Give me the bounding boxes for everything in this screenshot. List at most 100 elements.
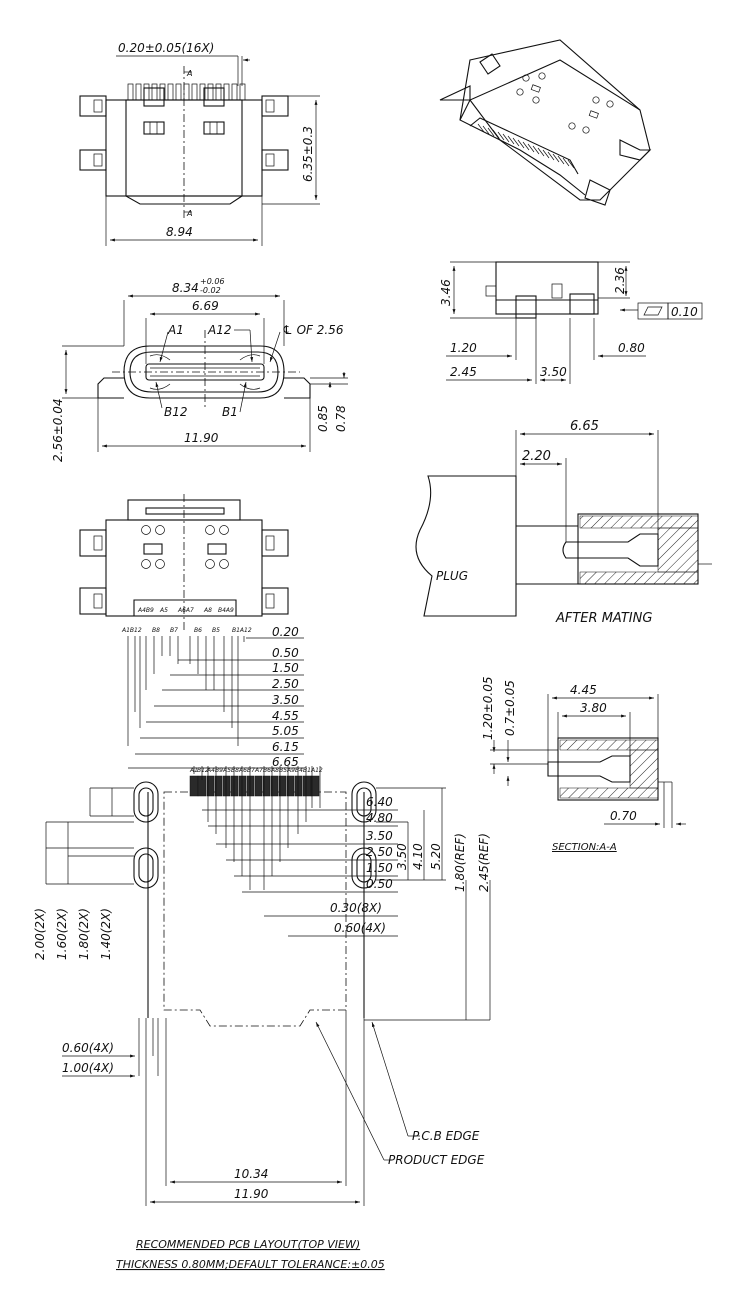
pad-label-b5: B5 xyxy=(279,767,287,774)
dim-side-346: 3.46 xyxy=(439,279,453,306)
dim-pcb-1034: 10.34 xyxy=(234,1167,268,1181)
bottom-dim-ladder: 0.20 0.50 1.50 2.50 3.50 4.55 5.05 6.15 … xyxy=(127,625,304,769)
pin-b8: B8 xyxy=(152,627,160,634)
pcb-layout: A1 B12 A4 B9 A5 B8 A6 B7 A7 B6 A8 B5 A9 … xyxy=(33,766,491,1206)
dim-bottom-050: 0.50 xyxy=(272,646,299,660)
pad-label-a6: A6 xyxy=(238,767,247,774)
pad-label-a5: A5 xyxy=(222,767,231,774)
pad-label-a7: A7 xyxy=(254,767,263,774)
pcb-left-dims: 2.00(2X) 1.60(2X) 1.80(2X) 1.40(2X) xyxy=(33,787,134,960)
dim-section-120: 1.20±0.05 xyxy=(481,677,495,741)
pin-a4b9: A4B9 xyxy=(137,607,154,614)
caption-section-aa: SECTION:A-A xyxy=(552,842,617,853)
dim-side-236: 2.36 xyxy=(613,267,627,294)
dim-side-245: 2.45 xyxy=(450,365,477,379)
dim-pcb-160-2x: 1.60(2X) xyxy=(55,908,69,960)
pcb-pads xyxy=(189,775,320,797)
iso-pin-row xyxy=(477,123,575,169)
top-view: A A 0.20±0.05(16X) 6.35±0.3 8.94 xyxy=(79,41,320,246)
label-b1: B1 xyxy=(222,405,238,419)
pin-a5: A5 xyxy=(159,607,168,614)
dim-side-080: 0.80 xyxy=(618,341,645,355)
dim-height-635: 6.35±0.3 xyxy=(301,126,315,182)
pad-label-b9: B9 xyxy=(215,767,223,774)
flatness-value: 0.10 xyxy=(671,305,698,319)
dim-bottom-150: 1.50 xyxy=(272,661,299,675)
dim-pcb-060-4x: 0.60(4X) xyxy=(334,921,386,935)
dim-bottom-615: 6.15 xyxy=(272,740,299,754)
label-b12: B12 xyxy=(164,405,188,419)
pcb-pad-labels: A1 B12 A4 B9 A5 B8 A6 B7 A7 B6 A8 B5 A9 … xyxy=(189,767,323,774)
dim-bottom-350: 3.50 xyxy=(272,693,299,707)
dim-pcb-640: 6.40 xyxy=(366,795,393,809)
pad-label-a4: A4 xyxy=(206,767,215,774)
dim-pcb-060-4x-bottom: 0.60(4X) xyxy=(62,1041,114,1055)
footer-line2: THICKNESS 0.80MM;DEFAULT TOLERANCE:±0.05 xyxy=(116,1258,385,1271)
pin-b1a12: B1A12 xyxy=(232,627,252,634)
bottom-holes xyxy=(141,525,229,569)
dim-bottom-505: 5.05 xyxy=(272,724,299,738)
dim-pcb-right-520: 5.20 xyxy=(429,843,443,870)
dim-bottom-020: 0.20 xyxy=(272,625,299,639)
top-view-pins xyxy=(127,83,246,101)
dim-pcb-right-410: 4.10 xyxy=(411,843,425,870)
dim-pcb-030-8x: 0.30(8X) xyxy=(330,901,382,915)
dim-pcb-140-2x: 1.40(2X) xyxy=(99,908,113,960)
pad-label-b12: B12 xyxy=(197,767,209,774)
front-view: 8.34 +0.06 -0.02 6.69 A1 A12 ℄ OF 2.56 B… xyxy=(51,277,348,462)
label-pcb-edge: P.C.B EDGE xyxy=(412,1129,480,1143)
dim-inner-669: 6.69 xyxy=(192,299,219,313)
pad-label-b4: B4 xyxy=(295,767,303,774)
dim-pcb-right-180-ref: 1.80(REF) xyxy=(453,833,467,892)
pin-b6: B6 xyxy=(194,627,202,634)
dim-section-07: 0.7±0.05 xyxy=(503,680,517,736)
section-mark-top: A xyxy=(186,69,192,78)
dim-pcb-180-2x: 1.80(2X) xyxy=(77,908,91,960)
dim-bottom-665: 6.65 xyxy=(272,755,299,769)
pad-label-a9: A9 xyxy=(286,767,295,774)
dim-834-tol-lower: -0.02 xyxy=(200,286,221,295)
pin-a8: A8 xyxy=(203,607,212,614)
dim-bottom-250: 2.50 xyxy=(272,677,299,691)
dim-bottom-455: 4.55 xyxy=(272,709,299,723)
dim-pcb-480: 4.80 xyxy=(366,811,393,825)
pad-label-a1: A1 xyxy=(189,767,198,774)
label-a1: A1 xyxy=(167,323,184,337)
pad-label-a8: A8 xyxy=(270,767,279,774)
bottom-view: A4B9 A5 A6A7 A8 B4A9 A1B12 B8 B7 B6 B5 B… xyxy=(79,494,304,769)
pin-b7: B7 xyxy=(170,627,178,634)
mating-view: PLUG 6.65 2.20 AFTER MATING xyxy=(415,419,712,626)
label-centerline: ℄ OF 2.56 xyxy=(282,323,344,337)
caption-after-mating: AFTER MATING xyxy=(555,611,652,626)
dim-078: 0.78 xyxy=(334,405,348,432)
dim-section-445: 4.45 xyxy=(570,683,597,697)
dim-mating-665: 6.65 xyxy=(570,419,599,434)
dim-pcb-350: 3.50 xyxy=(366,829,393,843)
section-view: 1.20±0.05 0.7±0.05 4.45 3.80 0.70 SECTIO… xyxy=(481,677,686,853)
dim-side-120: 1.20 xyxy=(450,341,477,355)
dim-width-834: 8.34 xyxy=(172,281,199,295)
dim-pcb-250: 2.50 xyxy=(366,845,393,859)
dim-section-380: 3.80 xyxy=(580,701,607,715)
label-a12: A12 xyxy=(207,323,231,337)
footer-line1: RECOMMENDED PCB LAYOUT(TOP VIEW) xyxy=(136,1238,360,1251)
pad-label-b7: B7 xyxy=(247,767,255,774)
side-view: 3.46 2.36 0.10 1.20 0.80 2.45 3.50 xyxy=(439,261,703,384)
pin-b4a9: B4A9 xyxy=(218,607,234,614)
pin-b5: B5 xyxy=(212,627,220,634)
pin-a1b12: A1B12 xyxy=(121,627,142,634)
dim-pcb-100-4x: 1.00(4X) xyxy=(62,1061,114,1075)
pin-a6a7: A6A7 xyxy=(177,607,194,614)
pad-label-b6: B6 xyxy=(263,767,271,774)
dim-mating-220: 2.20 xyxy=(522,449,551,464)
dim-pcb-1190: 11.90 xyxy=(234,1187,269,1201)
dim-pcb-150: 1.50 xyxy=(366,861,393,875)
dim-pcb-200-2x: 2.00(2X) xyxy=(33,908,47,960)
dim-height-256: 2.56±0.04 xyxy=(51,399,65,463)
pad-label-a12: A12 xyxy=(310,767,323,774)
label-plug: PLUG xyxy=(436,569,468,583)
iso-holes xyxy=(516,72,614,134)
dim-section-070: 0.70 xyxy=(610,809,637,823)
dim-085: 0.85 xyxy=(316,405,330,432)
